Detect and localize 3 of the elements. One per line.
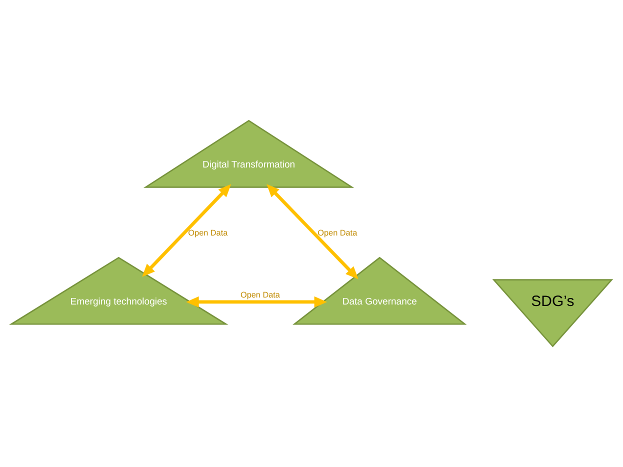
arrow <box>266 184 358 280</box>
arrow <box>186 296 328 308</box>
arrow <box>142 184 232 277</box>
